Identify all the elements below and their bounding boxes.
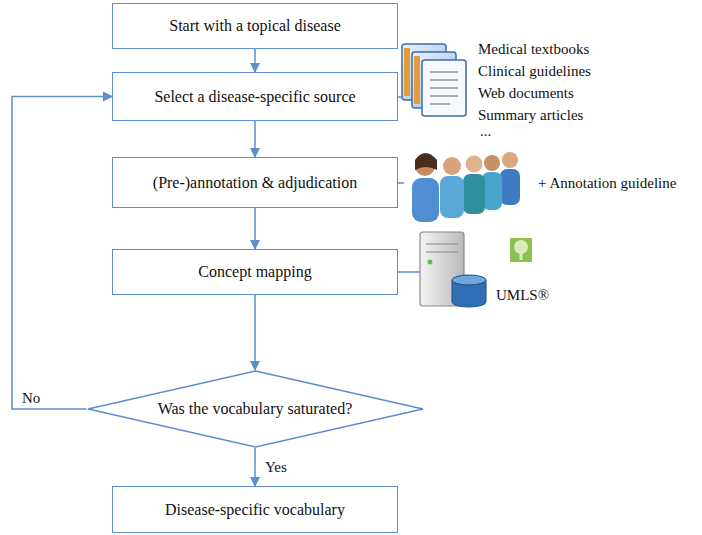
edge-label: No	[20, 389, 42, 407]
source-label: Web documents	[478, 84, 574, 102]
process-box: Concept mapping	[112, 249, 398, 295]
umls-tree-icon	[510, 238, 532, 262]
source-label: Clinical guidelines	[478, 62, 591, 80]
process-box: Select a disease-specific source	[112, 72, 398, 121]
leader-line	[398, 271, 420, 273]
source-label: UMLS®	[496, 286, 549, 304]
node-text: Was the vocabulary saturated?	[150, 399, 361, 418]
edge-label: Yes	[263, 458, 289, 476]
decision-diamond: Was the vocabulary saturated?	[87, 370, 424, 448]
flow-arrow	[254, 49, 256, 72]
node-text: Select a disease-specific source	[146, 87, 363, 106]
source-label: + Annotation guideline	[538, 174, 676, 192]
flow-arrow	[254, 121, 256, 157]
leader-line	[398, 182, 404, 184]
server-icon	[420, 232, 486, 307]
node-text: Concept mapping	[190, 262, 319, 281]
source-label: Medical textbooks	[478, 40, 589, 58]
flow-arrow	[12, 97, 112, 410]
node-text: Disease-specific vocabulary	[157, 500, 353, 519]
source-label: ...	[480, 122, 491, 140]
flow-arrow	[254, 208, 256, 249]
flow-arrow	[254, 295, 256, 370]
documents-icon	[402, 44, 466, 116]
end-box: Disease-specific vocabulary	[112, 486, 398, 533]
process-box: (Pre-)annotation & adjudication	[112, 157, 398, 208]
people-icon	[412, 152, 520, 222]
node-text: Start with a topical disease	[161, 16, 349, 35]
start-box: Start with a topical disease	[112, 3, 398, 49]
source-label: Summary articles	[478, 106, 583, 124]
node-text: (Pre-)annotation & adjudication	[145, 173, 365, 192]
flow-arrow	[254, 448, 256, 486]
